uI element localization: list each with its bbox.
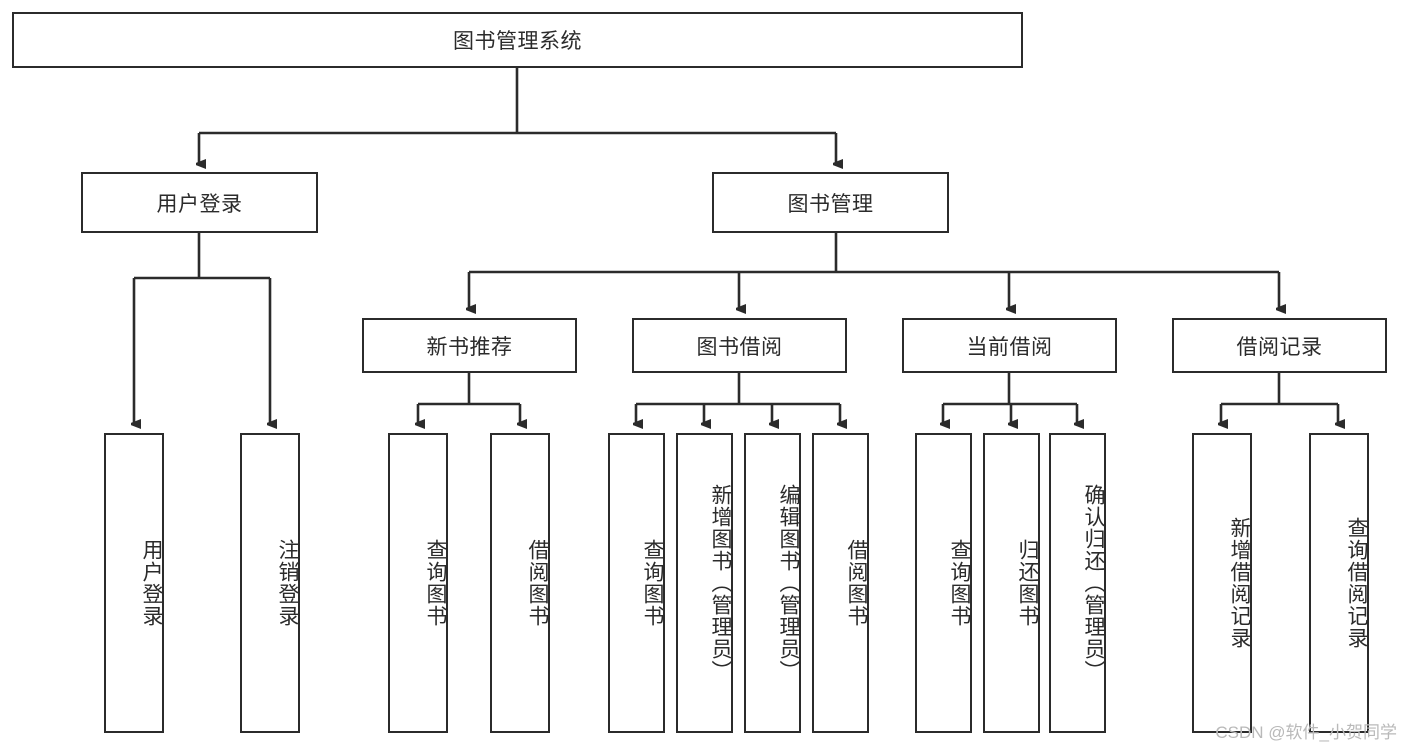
leaf-current-borrow-confirm-return-admin[interactable]: 确认归还（管理员） <box>1049 433 1106 733</box>
node-label: 归还图书 <box>1016 539 1039 627</box>
leaf-new-book-query-book[interactable]: 查询图书 <box>388 433 448 733</box>
leaf-book-borrow-borrow-book[interactable]: 借阅图书 <box>812 433 869 733</box>
leaf-new-book-borrow-book[interactable]: 借阅图书 <box>490 433 550 733</box>
leaf-borrow-record-query-record[interactable]: 查询借阅记录 <box>1309 433 1369 733</box>
leaf-book-borrow-edit-book-admin[interactable]: 编辑图书（管理员） <box>744 433 801 733</box>
node-label: 借阅图书 <box>845 539 868 627</box>
node-label: 用户登录 <box>156 192 243 216</box>
leaf-borrow-record-add-record[interactable]: 新增借阅记录 <box>1192 433 1252 733</box>
node-label: 新书推荐 <box>426 335 513 359</box>
node-user-login[interactable]: 用户登录 <box>81 172 318 233</box>
node-label: 注销登录 <box>276 539 299 627</box>
leaf-current-borrow-query-book[interactable]: 查询图书 <box>915 433 972 733</box>
node-label: 编辑图书（管理员） <box>777 484 800 682</box>
node-new-book-recommend[interactable]: 新书推荐 <box>362 318 577 373</box>
node-label: 新增借阅记录 <box>1228 517 1251 649</box>
leaf-user-login-logout[interactable]: 注销登录 <box>240 433 300 733</box>
node-label: 新增图书（管理员） <box>709 484 732 682</box>
watermark: CSDN @软件_小贺同学 <box>1215 723 1397 742</box>
node-label: 借阅记录 <box>1236 335 1323 359</box>
leaf-book-borrow-add-book-admin[interactable]: 新增图书（管理员） <box>676 433 733 733</box>
node-label: 当前借阅 <box>966 335 1053 359</box>
node-label: 确认归还（管理员） <box>1082 484 1105 682</box>
leaf-book-borrow-query-book[interactable]: 查询图书 <box>608 433 665 733</box>
node-root-book-management-system[interactable]: 图书管理系统 <box>12 12 1023 68</box>
node-current-borrow[interactable]: 当前借阅 <box>902 318 1117 373</box>
node-book-management[interactable]: 图书管理 <box>712 172 949 233</box>
node-label: 查询图书 <box>641 539 664 627</box>
node-label: 图书借阅 <box>696 335 783 359</box>
node-label: 图书管理 <box>787 192 874 216</box>
leaf-current-borrow-return-book[interactable]: 归还图书 <box>983 433 1040 733</box>
node-label: 图书管理系统 <box>453 30 582 53</box>
node-label: 查询图书 <box>424 539 447 627</box>
leaf-user-login-login[interactable]: 用户登录 <box>104 433 164 733</box>
node-book-borrow[interactable]: 图书借阅 <box>632 318 847 373</box>
node-borrow-record[interactable]: 借阅记录 <box>1172 318 1387 373</box>
node-label: 查询图书 <box>948 539 971 627</box>
node-label: 用户登录 <box>140 539 163 627</box>
node-label: 借阅图书 <box>526 539 549 627</box>
node-label: 查询借阅记录 <box>1345 517 1368 649</box>
